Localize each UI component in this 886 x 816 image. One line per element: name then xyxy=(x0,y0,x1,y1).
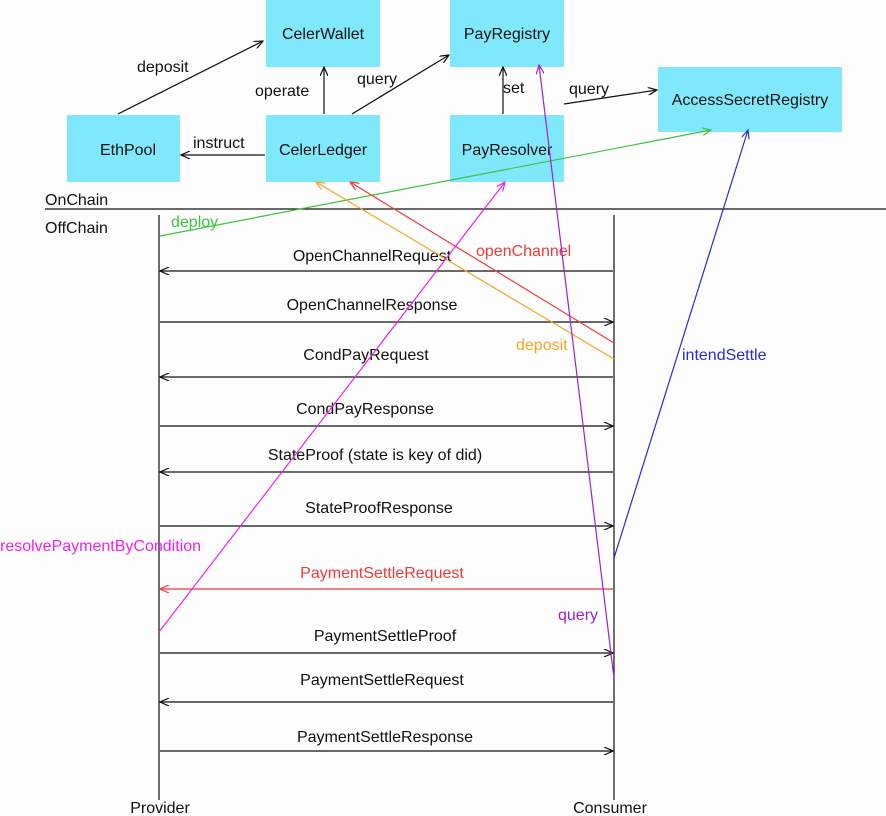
query-registry-arrow xyxy=(351,55,449,115)
resolve-payment-arrow xyxy=(158,182,505,633)
consumer-label: Consumer xyxy=(573,800,647,816)
intend-settle-arrow xyxy=(613,130,748,559)
eth-pool-label: EthPool xyxy=(100,142,156,159)
pay-registry-box xyxy=(450,0,564,67)
pay-resolver-box xyxy=(450,115,564,182)
pay-resolver-label: PayResolver xyxy=(462,142,553,159)
pay-registry-label: PayRegistry xyxy=(464,26,550,43)
msg-payment-settle-response-label: PaymentSettleResponse xyxy=(297,729,473,746)
deposit-call-label: deposit xyxy=(516,337,568,354)
provider-label: Provider xyxy=(130,800,190,816)
msg-cond-pay-request-label: CondPayRequest xyxy=(303,347,429,364)
msg-state-proof-response-label: StateProofResponse xyxy=(305,500,453,517)
intend-settle-label: intendSettle xyxy=(682,347,767,364)
deploy-arrow xyxy=(159,130,711,237)
set-label: set xyxy=(503,80,525,97)
deposit-call-arrow xyxy=(316,182,615,360)
msg-payment-settle-proof-label: PaymentSettleProof xyxy=(314,628,457,645)
deposit-arrow xyxy=(117,41,263,115)
celer-ledger-box xyxy=(266,115,380,182)
operate-label: operate xyxy=(255,83,309,100)
deploy-label: deploy xyxy=(171,214,218,231)
msg-open-channel-response-label: OpenChannelResponse xyxy=(287,297,458,314)
query-secret-arrow xyxy=(563,90,657,105)
open-channel-label: openChannel xyxy=(476,243,571,260)
onchain-label: OnChain xyxy=(45,192,108,209)
msg-open-channel-request-label: OpenChannelRequest xyxy=(293,248,452,265)
query-call-label: query xyxy=(558,607,598,624)
celer-wallet-label: CelerWallet xyxy=(282,26,365,43)
query-secret-label: query xyxy=(569,81,609,98)
deposit-label: deposit xyxy=(137,59,189,76)
eth-pool-box xyxy=(67,115,180,182)
msg-payment-settle-request-1-label: PaymentSettleRequest xyxy=(300,565,464,582)
msg-state-proof-label: StateProof (state is key of did) xyxy=(268,447,482,464)
instruct-label: instruct xyxy=(193,135,245,152)
msg-cond-pay-response-label: CondPayResponse xyxy=(296,401,434,418)
query-registry-call-arrow xyxy=(539,65,615,679)
celer-ledger-label: CelerLedger xyxy=(279,142,368,159)
access-secret-registry-box xyxy=(658,67,842,132)
celer-wallet-box xyxy=(266,0,380,67)
msg-payment-settle-request-2-label: PaymentSettleRequest xyxy=(300,672,464,689)
offchain-label: OffChain xyxy=(45,220,108,237)
access-secret-registry-label: AccessSecretRegistry xyxy=(672,92,829,109)
query-registry-label: query xyxy=(357,71,397,88)
resolve-payment-label: resolvePaymentByCondition xyxy=(0,538,201,555)
